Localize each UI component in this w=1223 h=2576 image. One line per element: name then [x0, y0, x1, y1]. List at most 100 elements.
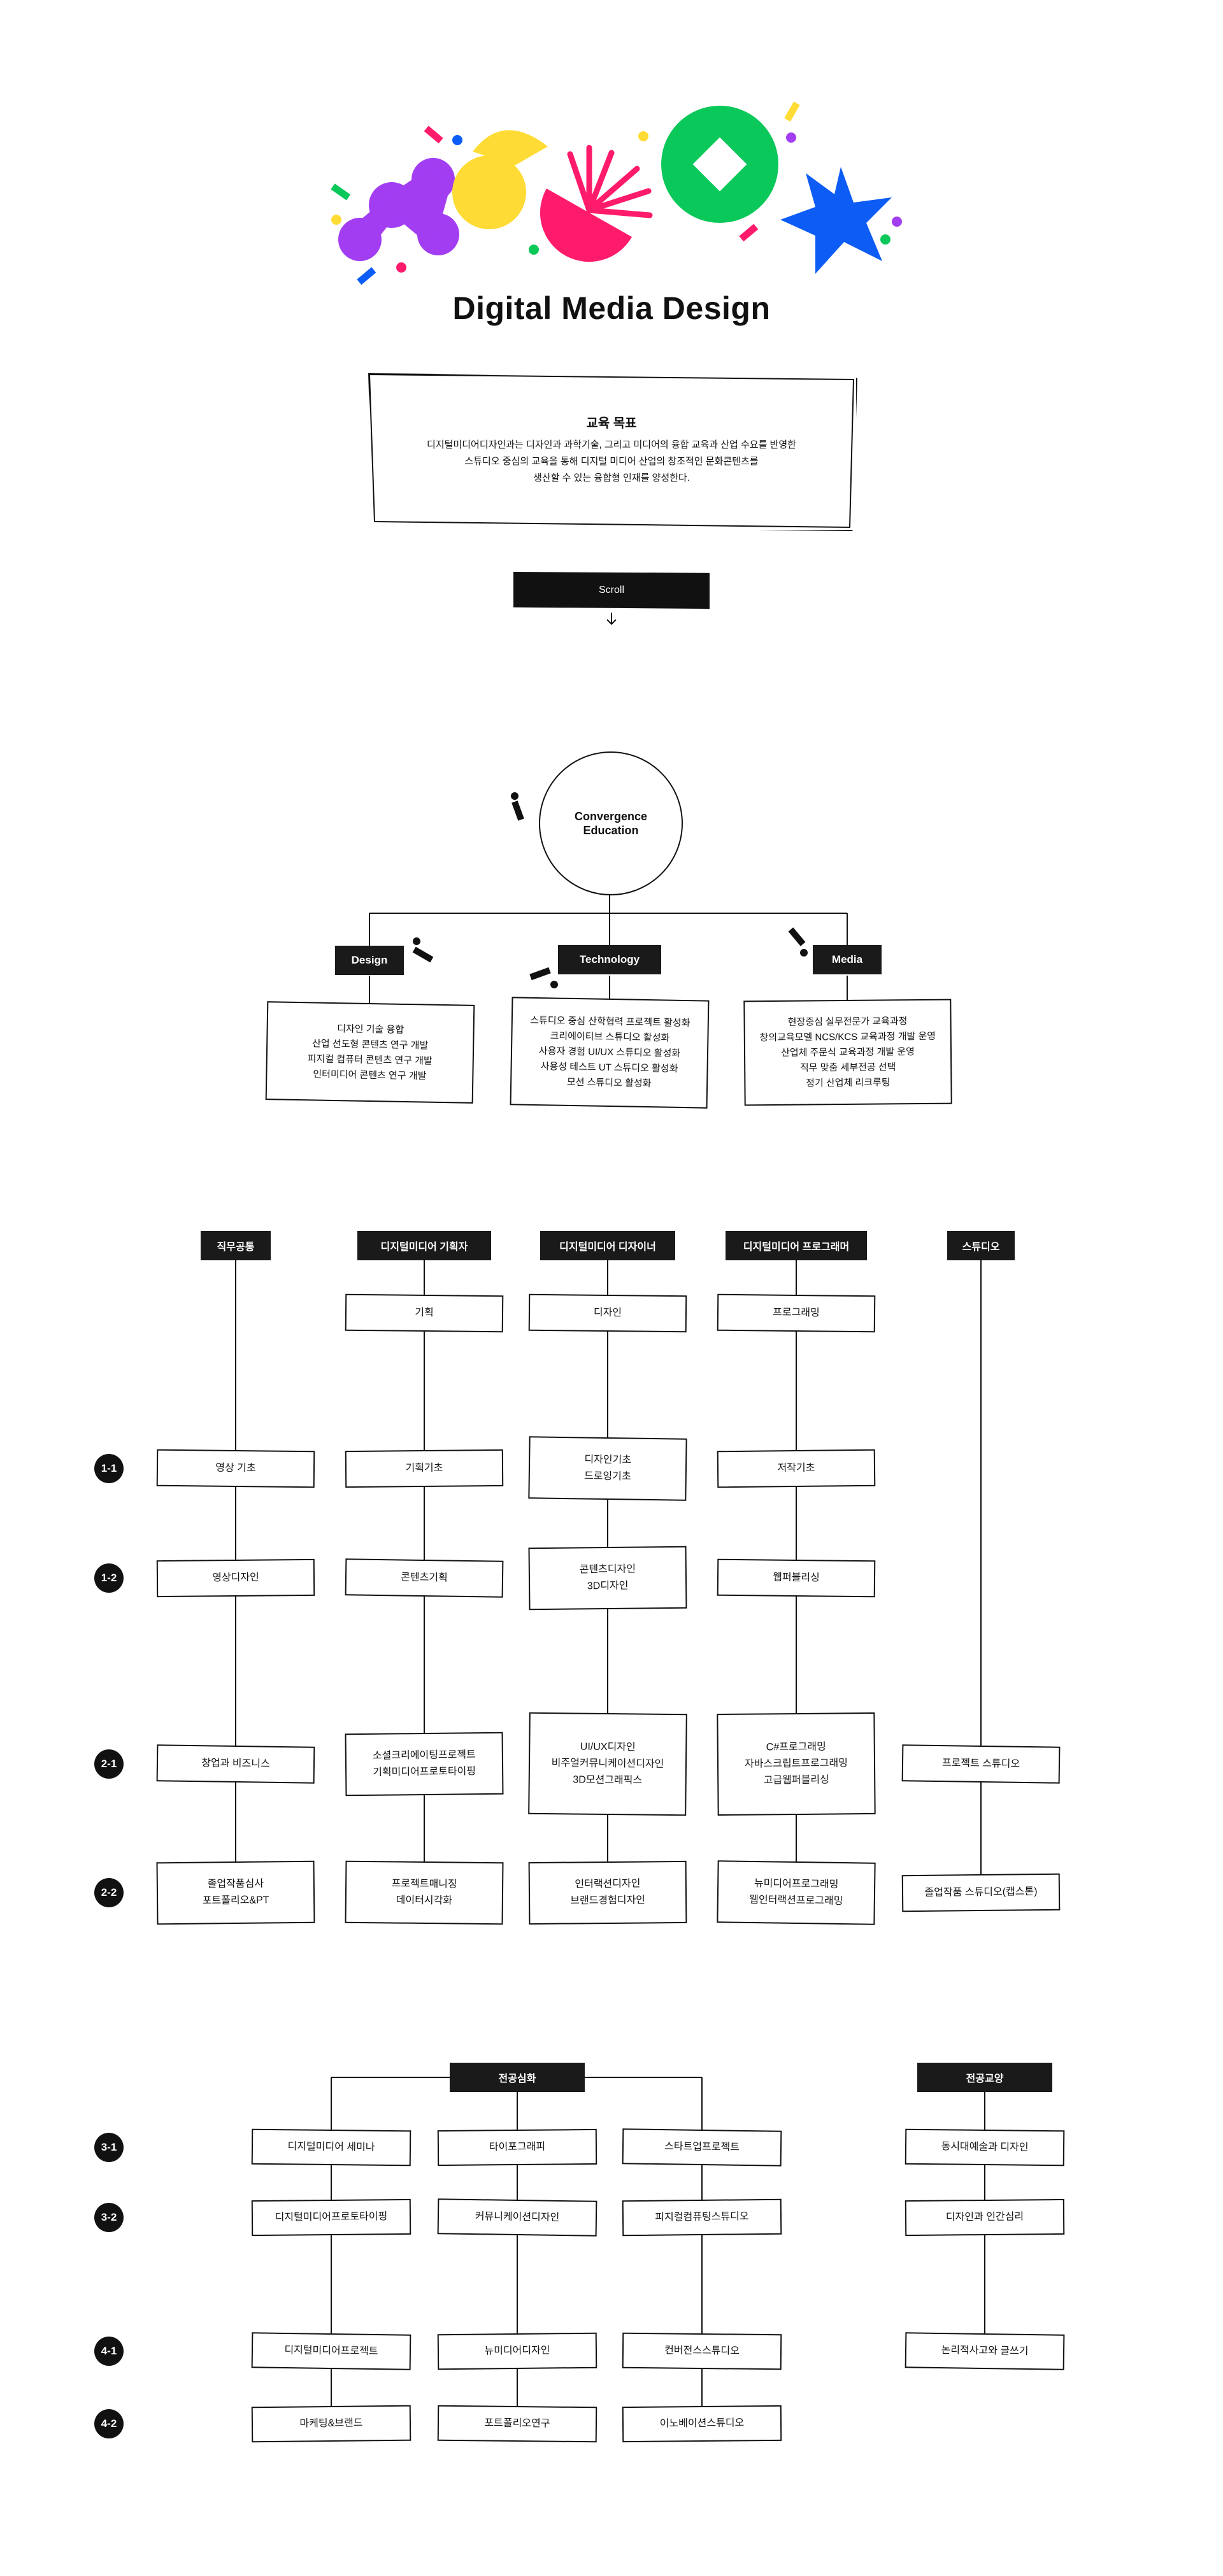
node-text-line: 디자인기초: [584, 1454, 632, 1466]
node-text-line: 기획기초: [405, 1462, 443, 1474]
course-node: 스타트업프로젝트: [622, 2128, 782, 2167]
node-text-line: 포트폴리오연구: [484, 2417, 550, 2430]
arrow-down-icon: [606, 613, 617, 625]
node-text-line: 프로그래밍: [773, 1307, 820, 1319]
course-node: 논리적사고와 글쓰기: [905, 2332, 1065, 2370]
branch-tag-design: Design: [335, 946, 404, 975]
hero-title: Digital Media Design: [452, 290, 771, 326]
branch-tag-technology: Technology: [558, 945, 661, 974]
node-text-line: 마케팅&브랜드: [299, 2417, 363, 2430]
semester-badge: 4-1: [94, 2337, 124, 2366]
track-top-node: 프로그래밍: [717, 1293, 876, 1333]
course-node: 커뮤니케이션디자인: [437, 2198, 597, 2237]
semester-badge: 1-2: [94, 1563, 124, 1593]
track-tag: 디지털미디어 기획자: [357, 1231, 491, 1260]
confetti-decoration: [331, 101, 902, 285]
node-text-line: 비주얼커뮤니케이션디자인: [551, 1758, 664, 1770]
liberal-tag: 전공교양: [917, 2063, 1052, 2092]
hero-illustration: [331, 101, 902, 285]
course-node: 뉴미디어디자인: [437, 2332, 597, 2370]
node-text-line: 콘텐츠디자인: [579, 1563, 636, 1576]
node-text-line: C#프로그래밍: [766, 1741, 826, 1753]
node-text-line: 자바스크립트프로그래밍: [744, 1758, 848, 1770]
center-label-line: Convergence: [574, 810, 648, 823]
node-text-line: 뉴미디어프로그래밍: [754, 1878, 839, 1890]
node-text-line: 기획미디어프로토타이핑: [373, 1766, 476, 1778]
major-tag: 전공심화: [450, 2063, 585, 2092]
node-text-line: 드로잉기초: [583, 1470, 631, 1483]
node-text-line: 디자인과 인간심리: [945, 2211, 1024, 2223]
convergence-center: Convergence Education: [539, 751, 683, 895]
blue-star-shape: [780, 167, 892, 274]
semester-badge: 4-2: [94, 2409, 124, 2438]
yellow-shape: [452, 130, 548, 229]
course-node: 디자인과 인간심리: [905, 2198, 1065, 2237]
course-node: 영상디자인: [156, 1558, 315, 1598]
course-node: 마케팅&브랜드: [251, 2405, 411, 2443]
node-text-line: 프로젝트 스튜디오: [941, 1758, 1020, 1770]
node-text-line: 디지털미디어 세미나: [287, 2141, 375, 2153]
course-node: 이노베이션스튜디오: [622, 2405, 782, 2443]
green-shape: [661, 106, 778, 223]
course-node: 타이포그래피: [437, 2128, 597, 2167]
scroll-button[interactable]: Scroll: [513, 572, 710, 609]
node-text-line: 창업과 비즈니스: [201, 1758, 270, 1770]
course-node: 영상 기초: [156, 1449, 315, 1488]
node-text-line: 디자인: [593, 1307, 622, 1319]
node-text-line: 스타트업프로젝트: [664, 2141, 740, 2153]
course-node: 창업과 비즈니스: [156, 1744, 315, 1784]
node-text-line: 디지털미디어프로토타이핑: [275, 2211, 388, 2223]
node-text-line: 프로젝트매니징: [391, 1878, 457, 1890]
node-text-line: 웹퍼블리싱: [773, 1572, 820, 1584]
course-node: 콘텐츠기획: [345, 1558, 504, 1598]
semester-badge: 2-2: [94, 1878, 124, 1907]
node-text-line: 영상디자인: [212, 1572, 259, 1584]
course-node: 웹퍼블리싱: [717, 1558, 876, 1598]
course-node: 프로젝트 스튜디오: [901, 1744, 1061, 1784]
course-node: 기획기초: [345, 1449, 504, 1488]
course-node: 디지털미디어프로젝트: [251, 2332, 411, 2370]
purple-blob-shape: [338, 158, 459, 261]
node-text-line: UI/UX디자인: [580, 1741, 636, 1753]
node-text-line: 웹인터랙션프로그래밍: [749, 1894, 843, 1907]
node-text-line: 3D모션그래픽스: [573, 1774, 643, 1786]
goal-title: 교육 목표: [586, 416, 637, 431]
node-text-line: 고급웹퍼블리싱: [763, 1774, 829, 1786]
goal-text-line: 생산할 수 있는 융합형 인재를 양성한다.: [533, 473, 690, 483]
course-node: 포트폴리오연구: [437, 2405, 597, 2443]
node-text-line: 브랜드경험디자인: [570, 1895, 646, 1907]
goal-text-line: 디지털미디어디자인과는 디자인과 과학기술, 그리고 미디어의 융합 교육과 산…: [427, 439, 796, 450]
course-node: 컨버전스스튜디오: [622, 2332, 782, 2370]
semester-badge: 3-2: [94, 2203, 124, 2232]
branch-tag-media: Media: [813, 945, 882, 974]
node-text-line: 데이터시각화: [396, 1895, 453, 1907]
node-text-line: 졸업작품심사: [207, 1878, 264, 1890]
track-top-node: 디자인: [528, 1293, 687, 1333]
node-text-line: 동시대예술과 디자인: [941, 2141, 1029, 2153]
center-label-line: Education: [583, 824, 639, 837]
node-text-line: 졸업작품 스튜디오(캡스톤): [924, 1886, 1038, 1898]
node-text-line: 포트폴리오&PT: [202, 1895, 269, 1907]
node-text-line: 피지컬컴퓨팅스튜디오: [655, 2211, 749, 2223]
node-text-line: 3D디자인: [587, 1580, 629, 1592]
node-text-line: 컨버전스스튜디오: [664, 2345, 740, 2357]
track-tag: 디지털미디어 디자이너: [540, 1231, 675, 1260]
node-text-line: 저작기초: [777, 1462, 815, 1474]
pink-sunburst-shape: [540, 145, 653, 262]
track-tag: 직무공통: [201, 1231, 271, 1260]
goal-box-border: [368, 373, 855, 529]
course-node: 동시대예술과 디자인: [905, 2128, 1065, 2167]
semester-badge: 2-1: [94, 1749, 124, 1779]
node-text-line: 디지털미디어프로젝트: [284, 2344, 378, 2358]
course-node: 디지털미디어프로토타이핑: [251, 2198, 411, 2237]
tick-decorations: [412, 792, 808, 988]
track-tag: 디지털미디어 프로그래머: [726, 1231, 867, 1260]
